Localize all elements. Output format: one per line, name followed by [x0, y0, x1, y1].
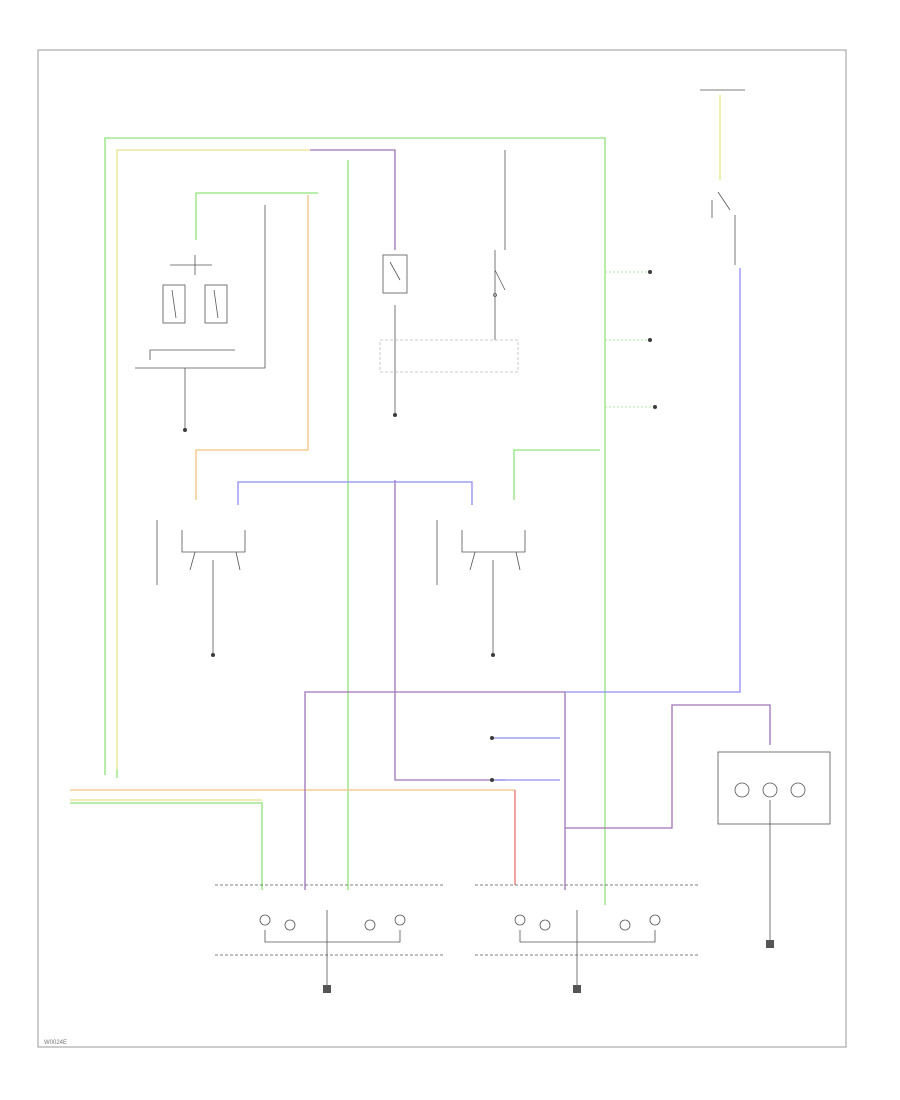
ground-symbols — [323, 940, 774, 993]
bulb-br-1-icon — [514, 914, 526, 926]
lamp-module-bottom-left — [215, 884, 445, 956]
center-switch — [382, 254, 408, 294]
wire-green-main — [104, 137, 606, 905]
connector-dot — [648, 270, 652, 274]
wire-green-upper-left — [195, 192, 318, 240]
bulb-br-4-icon — [649, 914, 661, 926]
footer-ref-code: W0024E — [44, 1040, 67, 1046]
connector-dot — [653, 405, 657, 409]
wire-green-right-switch — [513, 449, 600, 500]
bulb-1-icon — [734, 782, 750, 798]
wire-yellow-outer — [116, 149, 310, 770]
lamp-module-bottom-right — [475, 884, 700, 956]
wire-blue-right — [565, 268, 741, 693]
wire-purple-left-down — [304, 691, 565, 890]
ground-icon — [323, 985, 331, 993]
top-right-switch — [711, 191, 731, 218]
diagram-frame — [37, 49, 847, 1048]
bulb-bl-4-icon — [394, 914, 406, 926]
connector-dots — [183, 270, 772, 992]
wire-group-orange — [70, 195, 515, 791]
relay-left-b — [204, 284, 228, 324]
ground-icon — [766, 940, 774, 948]
right-upper-switch — [493, 269, 506, 297]
connector-dot — [491, 653, 495, 657]
connector-dot — [648, 338, 652, 342]
wire-group-black — [135, 89, 771, 990]
wire-orange-left-switch — [195, 195, 309, 500]
center-connector-box — [379, 339, 519, 373]
bulb-bl-3-icon — [364, 919, 376, 931]
right-switch-assembly — [436, 520, 526, 585]
wire-green-bottom-feed — [70, 802, 263, 890]
branch-lines-right — [605, 271, 653, 408]
ground-icon — [573, 985, 581, 993]
bulb-br-2-icon — [539, 919, 551, 931]
wire-group-blue — [237, 268, 741, 781]
wire-group-green — [70, 137, 606, 905]
lamp-box-frame — [717, 751, 831, 825]
bulb-bl-1-icon — [259, 914, 271, 926]
connector-dot — [183, 428, 187, 432]
wire-group-purple — [304, 149, 771, 890]
lamp-box-right — [717, 751, 831, 825]
wire-group-yellow — [70, 95, 721, 801]
connector-dot — [211, 653, 215, 657]
connector-dot — [490, 778, 494, 782]
wire-black-left-out — [135, 205, 266, 369]
center-switch-body — [382, 254, 408, 294]
bulb-2-icon — [762, 782, 778, 798]
connector-dot — [393, 413, 397, 417]
wire-purple-lamp — [565, 704, 771, 829]
bulb-3-icon — [790, 782, 806, 798]
bulb-bl-2-icon — [284, 919, 296, 931]
wire-blue-switch-link — [237, 481, 473, 505]
relay-left-a — [162, 284, 186, 324]
relay-pair-left — [149, 284, 235, 360]
wire-purple-top — [310, 149, 396, 250]
bulb-br-3-icon — [619, 919, 631, 931]
left-switch-assembly — [156, 520, 246, 585]
wire-purple-center — [394, 480, 505, 781]
connector-dot — [490, 736, 494, 740]
